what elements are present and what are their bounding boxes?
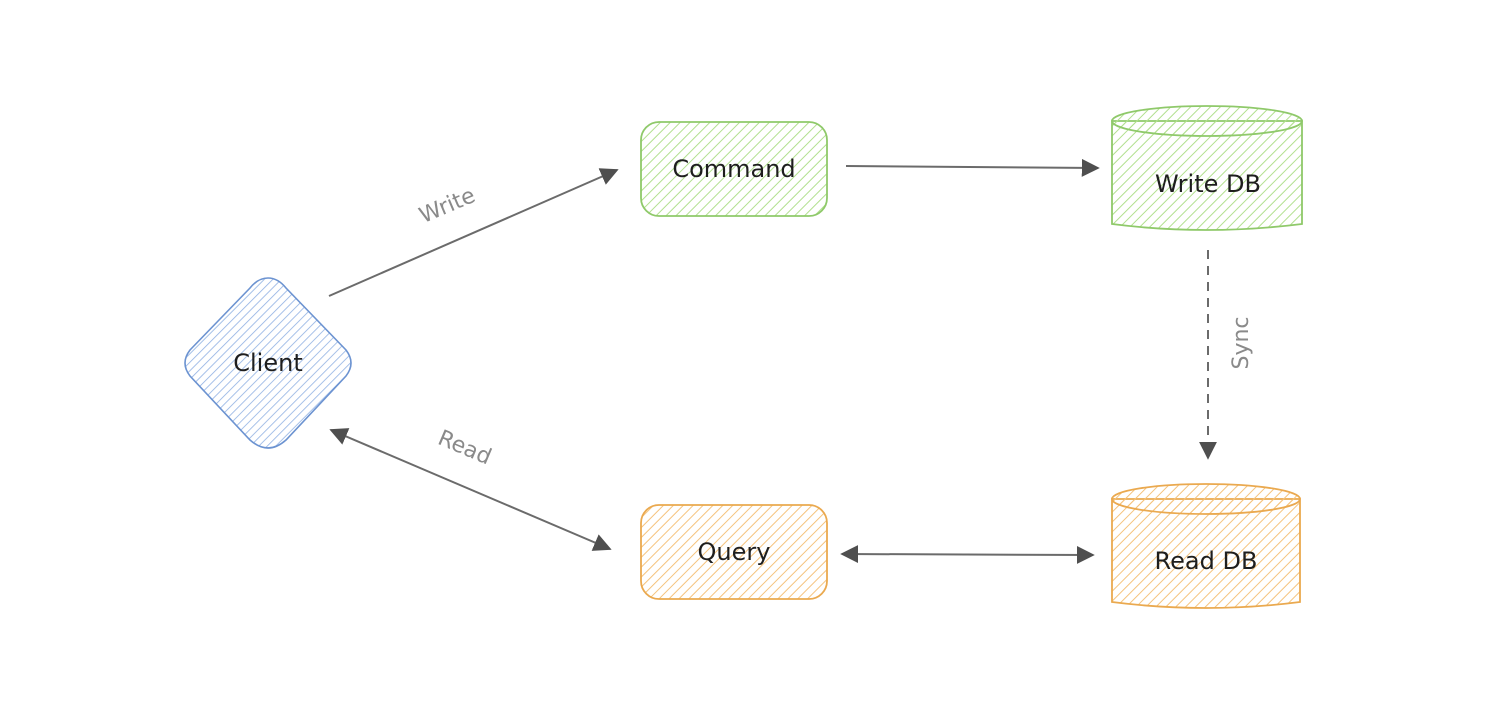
- command-box: [640, 121, 828, 217]
- edge-write: Write: [328, 168, 619, 297]
- read-db-top: [1111, 483, 1301, 515]
- edge-sync: Sync: [1199, 250, 1254, 460]
- query-label: Query: [698, 538, 771, 566]
- read-label: Read: [434, 426, 495, 471]
- write-db-label: Write DB: [1155, 170, 1261, 198]
- read-arrow: [329, 428, 612, 551]
- read-db-body: [1111, 498, 1301, 609]
- edge-command-to-write-db: [845, 158, 1100, 177]
- edge-query-read-db: [840, 545, 1095, 564]
- sync-label: Sync: [1229, 316, 1254, 369]
- query-box: [640, 504, 828, 600]
- client-label: Client: [233, 349, 302, 377]
- node-command[interactable]: Command: [640, 121, 828, 217]
- node-client[interactable]: Client: [184, 277, 352, 449]
- node-query[interactable]: Query: [640, 504, 828, 600]
- node-read-db[interactable]: Read DB: [1111, 483, 1301, 609]
- write-db-body: [1111, 120, 1303, 231]
- query-read-db-arrow: [840, 545, 1095, 564]
- client-diamond: [184, 277, 352, 449]
- command-write-db-arrow: [845, 158, 1100, 177]
- node-write-db[interactable]: Write DB: [1111, 105, 1303, 231]
- write-arrow: [328, 168, 619, 297]
- write-db-top: [1111, 105, 1303, 137]
- read-db-label: Read DB: [1155, 547, 1258, 575]
- command-label: Command: [672, 155, 795, 183]
- write-label: Write: [416, 183, 479, 229]
- edge-read: Read: [329, 426, 612, 551]
